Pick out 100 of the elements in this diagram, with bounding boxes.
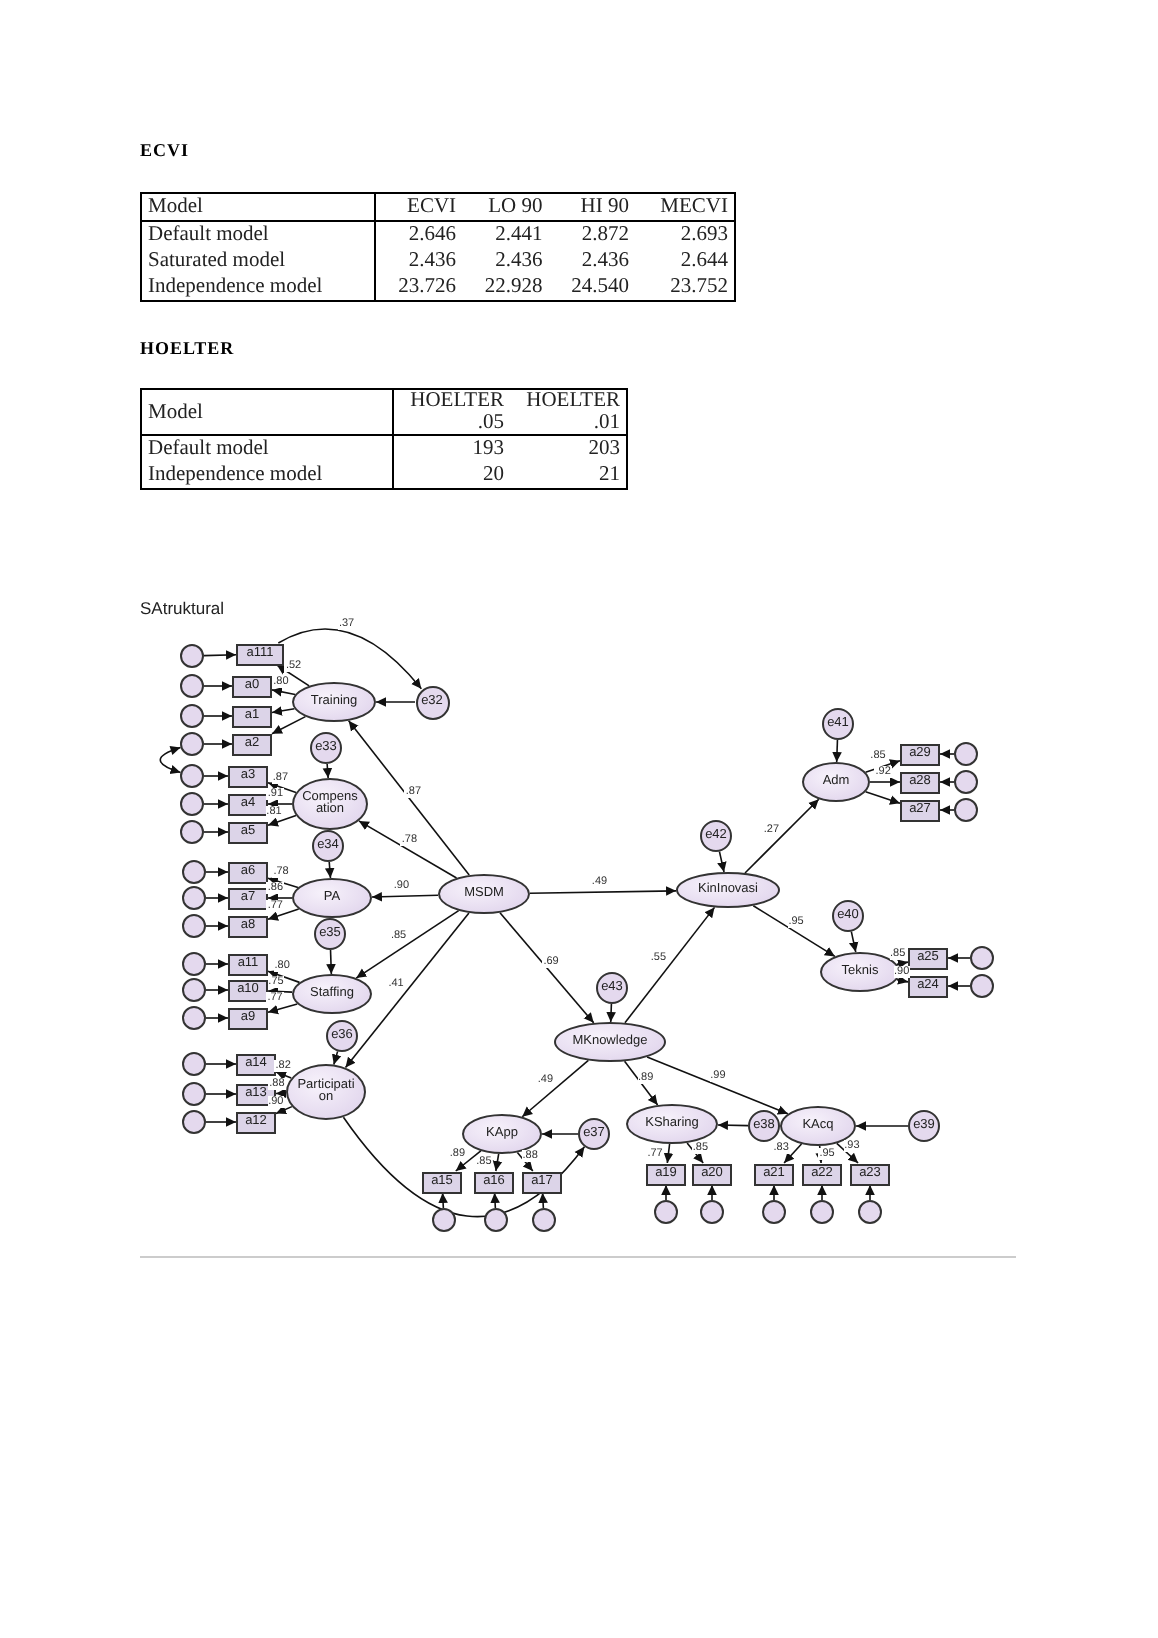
table-header-cell: MECVI <box>634 193 735 221</box>
arrow <box>529 886 677 896</box>
table-cell: 193 <box>393 435 510 462</box>
arrow <box>205 867 229 877</box>
table-cell: Saturated model <box>141 248 375 274</box>
arrow <box>848 930 859 953</box>
arrow <box>358 820 458 879</box>
table-cell-text: 2.436 <box>579 248 631 274</box>
arrow <box>326 949 336 975</box>
table-header-cell: HOELTER .01 <box>510 389 627 435</box>
arrow <box>817 1184 827 1201</box>
arrow <box>205 1013 229 1023</box>
arrow <box>707 1184 717 1201</box>
error-term-circle <box>182 978 206 1002</box>
table-cell: 22.928 <box>462 274 549 301</box>
error-term-circle <box>180 704 204 728</box>
arrow <box>869 777 901 787</box>
section-heading: SAtruktural <box>140 598 225 618</box>
arrow <box>864 759 901 773</box>
error-term-circle <box>954 770 978 794</box>
error-term-circle <box>484 1208 508 1232</box>
arrow <box>203 799 229 809</box>
arrow <box>646 1056 789 1115</box>
arrow <box>947 953 971 963</box>
arrow <box>203 771 229 781</box>
arrow <box>344 912 470 1069</box>
covariance-arrow <box>159 746 182 774</box>
table-header-cell: HI 90 <box>548 193 635 221</box>
arrow <box>271 715 307 735</box>
arrow <box>205 1089 237 1099</box>
arrow <box>267 970 301 984</box>
arrow <box>606 1003 616 1023</box>
table-cell: Independence model <box>141 274 375 301</box>
arrow <box>541 1129 579 1139</box>
table-title: ECVI <box>140 140 190 160</box>
table-title: HOELTER <box>140 338 235 358</box>
error-term-circle <box>182 1082 206 1106</box>
arrow <box>521 1059 590 1118</box>
error-term-circle <box>182 860 206 884</box>
arrow <box>332 1050 342 1066</box>
error-term-circle <box>182 1110 206 1134</box>
table-cell: 2.436 <box>374 248 463 274</box>
table-cell: 203 <box>510 435 627 462</box>
arrow <box>205 893 229 903</box>
error-term-circle <box>180 732 204 756</box>
table-cell: Default model <box>141 221 375 248</box>
error-term-circle <box>700 1200 724 1224</box>
error-term-circle <box>180 792 204 816</box>
arrow <box>939 805 955 815</box>
arrow <box>375 697 416 707</box>
arrow <box>438 1192 448 1209</box>
table-cell: 2.872 <box>548 221 635 248</box>
arrow <box>864 791 901 805</box>
error-term-circle <box>432 1208 456 1232</box>
table-header-cell: LO 90 <box>462 193 549 221</box>
table-cell: Independence model <box>141 462 393 489</box>
error-term-circle <box>182 1006 206 1030</box>
error-term-circle <box>180 674 204 698</box>
arrow <box>947 981 971 991</box>
error-term-circle <box>970 946 994 970</box>
arrow <box>769 1184 779 1201</box>
table-cell: 23.752 <box>634 274 735 301</box>
error-term-circle <box>182 914 206 938</box>
arrow <box>203 827 229 837</box>
arrow <box>276 664 310 687</box>
table-cell: 20 <box>393 462 510 489</box>
arrow <box>267 799 293 809</box>
error-term-circle <box>954 798 978 822</box>
arrow <box>896 975 909 985</box>
table-header-cell: ECVI <box>374 193 463 221</box>
arrow <box>371 891 439 902</box>
arrow <box>267 814 297 827</box>
arrow <box>623 1060 659 1106</box>
arrow <box>205 959 229 969</box>
arrow <box>855 1121 909 1131</box>
table-cell: 2.441 <box>462 221 549 248</box>
arrow <box>267 876 299 889</box>
error-term-circle <box>762 1200 786 1224</box>
error-term-circle <box>182 886 206 910</box>
table-header-cell: Model <box>141 193 375 221</box>
arrow <box>205 921 229 931</box>
arrow <box>324 861 335 879</box>
arrow <box>205 1117 237 1127</box>
arrow <box>939 777 955 787</box>
error-term-circle <box>954 742 978 766</box>
arrow <box>783 1143 803 1164</box>
arrow <box>454 1150 482 1172</box>
arrow <box>717 850 727 873</box>
arrow <box>267 908 300 921</box>
arrow <box>275 1105 293 1115</box>
arrow <box>271 687 296 697</box>
table-cell: Default model <box>141 435 393 462</box>
error-term-circle <box>180 644 204 668</box>
table-cell-text: 2.436 <box>493 248 545 274</box>
table-cell: 2.646 <box>374 221 463 248</box>
arrow <box>275 1071 293 1081</box>
arrow <box>271 706 296 716</box>
error-term-circle <box>970 974 994 998</box>
table-cell: 24.540 <box>548 274 635 301</box>
table-cell: 21 <box>510 462 627 489</box>
